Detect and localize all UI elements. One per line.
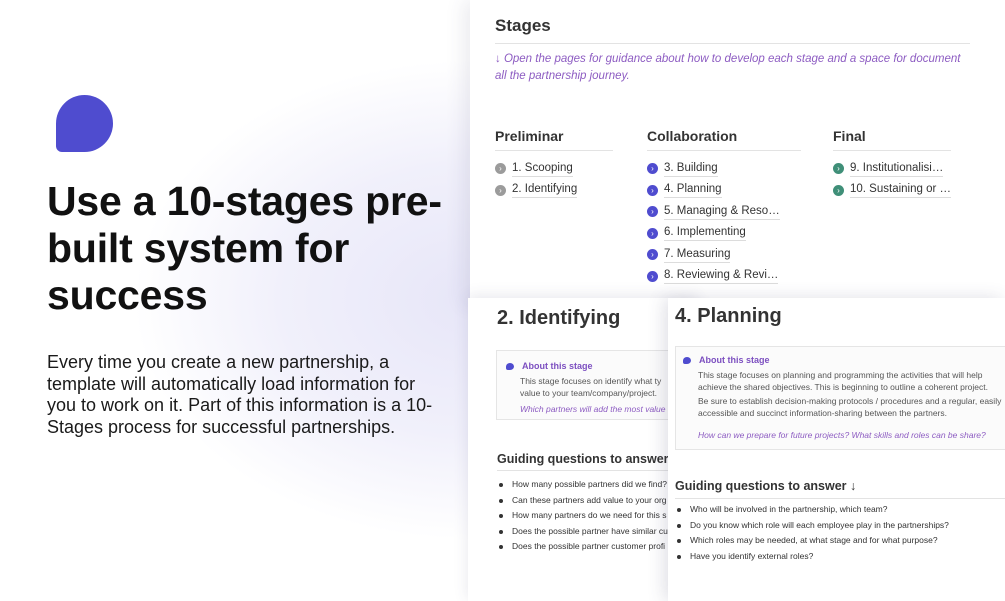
guiding-questions-title: Guiding questions to answer ↓ [497, 452, 679, 466]
stage-column-final: Final › 9. Institutionalisi… › 10. Sustaini… [833, 128, 952, 202]
guiding-question-item: Does the possible partner have similar c… [498, 524, 668, 540]
stage-link[interactable]: › 5. Managing & Reso… [647, 201, 801, 223]
stages-divider [495, 43, 970, 44]
chevron-right-icon: › [647, 270, 658, 282]
chevron-right-icon: › [833, 184, 844, 196]
stage-column-preliminar: Preliminar › 1. Scooping › 2. Identifying [495, 128, 613, 201]
chevron-right-icon: › [495, 184, 506, 196]
hero-description: Every time you create a new partnership,… [47, 352, 433, 437]
chevron-right-icon: › [647, 184, 658, 196]
chevron-right-icon: › [647, 206, 658, 218]
guiding-question-item: Have you identify external roles? [676, 549, 949, 565]
guiding-divider [675, 498, 1005, 499]
guiding-questions-title: Guiding questions to answer ↓ [675, 479, 857, 493]
callout-header: About this stage [683, 355, 770, 365]
stage-link[interactable]: › 9. Institutionalisi… [833, 158, 951, 180]
stage-link[interactable]: › 4. Planning [647, 180, 801, 202]
logo-icon [56, 95, 113, 152]
stage-link-label: 4. Planning [664, 182, 722, 199]
identifying-page-card: 2. Identifying About this stage This sta… [468, 298, 698, 601]
about-text: Be sure to establish decision-making pro… [698, 396, 1002, 418]
guiding-question-item: How many possible partners did we find? [498, 477, 668, 493]
chevron-right-icon: › [647, 227, 658, 239]
about-question: Which partners will add the most value [520, 404, 666, 414]
guiding-question-item: Who will be involved in the partnership,… [676, 502, 949, 518]
callout-header: About this stage [506, 361, 593, 371]
chevron-right-icon: › [647, 163, 658, 175]
stage-column-items: › 3. Building › 4. Planning › 5. Managing & R… [647, 158, 801, 287]
stage-link[interactable]: › 1. Scooping [495, 158, 613, 180]
stage-link-label: 8. Reviewing & Revi… [664, 268, 779, 285]
stage-column-heading: Preliminar [495, 128, 613, 151]
about-text-line: This stage focuses on identify what ty [520, 376, 662, 386]
about-text-line: value to your team/company/project. [520, 388, 658, 398]
guiding-questions-list: How many possible partners did we find?C… [498, 477, 668, 555]
planning-page-card: 4. Planning About this stage This stage … [668, 298, 1005, 601]
stage-link[interactable]: › 7. Measuring [647, 244, 801, 266]
stage-link-label: 2. Identifying [512, 182, 578, 199]
about-stage-callout: About this stage This stage focuses on p… [675, 346, 1005, 450]
stage-link-label: 1. Scooping [512, 161, 573, 177]
identifying-title: 2. Identifying [497, 307, 621, 329]
stage-column-collaboration: Collaboration › 3. Building › 4. Planning › 5… [647, 128, 801, 287]
stage-link-label: 7. Measuring [664, 247, 731, 263]
hero-title: Use a 10-stages pre-built system for suc… [47, 178, 442, 318]
stage-column-heading: Final [833, 128, 951, 151]
guiding-question-item: Do you know which role will each employe… [676, 518, 949, 534]
stages-title: Stages [495, 16, 551, 35]
guiding-question-item: Does the possible partner customer profi [498, 539, 668, 555]
guiding-question-item: Can these partners add value to your org [498, 493, 668, 509]
stage-link-label: 10. Sustaining or … [850, 182, 952, 199]
guiding-questions-list: Who will be involved in the partnership,… [676, 502, 949, 564]
stage-link[interactable]: › 10. Sustaining or … [833, 180, 952, 202]
about-label: About this stage [699, 355, 770, 365]
about-question: How can we prepare for future projects? … [698, 430, 986, 440]
stage-link[interactable]: › 2. Identifying [495, 180, 613, 202]
stages-page-card: Stages ↓ Open the pages for guidance abo… [470, 0, 1005, 305]
stage-link[interactable]: › 8. Reviewing & Revi… [647, 266, 801, 288]
guiding-divider [497, 470, 697, 471]
stage-column-items: › 9. Institutionalisi… › 10. Sustaining or … [833, 158, 952, 202]
about-text: This stage focuses on planning and progr… [698, 370, 988, 392]
chat-bubble-icon [506, 362, 514, 370]
chevron-right-icon: › [647, 249, 658, 261]
chevron-right-icon: › [495, 163, 506, 175]
stage-column-items: › 1. Scooping › 2. Identifying [495, 158, 613, 201]
stage-column-heading: Collaboration [647, 128, 801, 151]
guiding-question-item: Which roles may be needed, at what stage… [676, 533, 949, 549]
stage-link-label: 9. Institutionalisi… [850, 161, 944, 177]
chat-bubble-icon [683, 356, 691, 364]
stage-link-label: 3. Building [664, 161, 718, 177]
about-stage-callout: About this stage This stage focuses on i… [496, 350, 698, 420]
about-label: About this stage [522, 361, 593, 371]
stage-link[interactable]: › 6. Implementing [647, 223, 801, 245]
stage-link-label: 6. Implementing [664, 225, 746, 242]
stage-link[interactable]: › 3. Building [647, 158, 801, 180]
guiding-question-item: How many partners do we need for this s [498, 508, 668, 524]
about-text: This stage focuses on identify what ty v… [520, 375, 661, 399]
stages-intro-text: ↓ Open the pages for guidance about how … [495, 53, 961, 82]
planning-title: 4. Planning [675, 305, 782, 327]
chevron-right-icon: › [833, 163, 844, 175]
stage-link-label: 5. Managing & Reso… [664, 204, 780, 220]
